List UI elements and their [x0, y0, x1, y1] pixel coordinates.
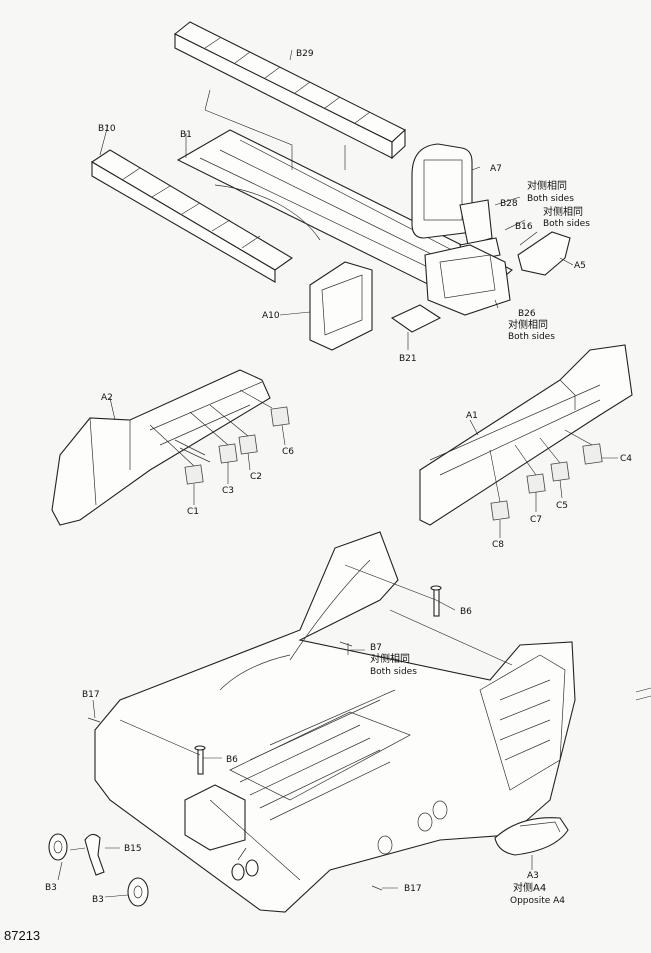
- part-c7: [526, 473, 546, 494]
- label-both-sides-zh-1: 对侧相同: [527, 179, 567, 192]
- part-c5: [550, 461, 570, 482]
- label-b17-bottom: B17: [404, 884, 422, 894]
- label-a2: A2: [101, 393, 113, 403]
- cargo-floor-assembly: [90, 21, 574, 351]
- label-b6-mid: B6: [226, 755, 238, 765]
- label-b10: B10: [98, 124, 116, 134]
- part-c3: [218, 443, 238, 464]
- label-c2: C2: [250, 472, 262, 482]
- part-b3-left: [48, 833, 68, 861]
- label-c8: C8: [492, 540, 504, 550]
- label-both-sides-en-3: Both sides: [508, 332, 555, 342]
- label-b21: B21: [399, 354, 417, 364]
- part-b6-top: [430, 585, 442, 617]
- part-a7: [411, 143, 473, 239]
- cockpit-base: [424, 244, 511, 316]
- label-both-sides-en-2: Both sides: [543, 219, 590, 229]
- part-b15: [84, 833, 105, 876]
- part-a5: [517, 231, 571, 276]
- part-b10: [90, 149, 294, 283]
- label-a3: A3: [527, 871, 539, 881]
- part-b7: [339, 641, 353, 655]
- label-b6-top: B6: [460, 607, 472, 617]
- label-b26: B26: [518, 309, 536, 319]
- edge-mark: [635, 687, 651, 701]
- part-b17-top: [87, 717, 101, 723]
- label-b15: B15: [124, 844, 142, 854]
- label-a1: A1: [466, 411, 478, 421]
- part-b29: [173, 21, 406, 160]
- label-a7: A7: [490, 164, 502, 174]
- part-c2: [238, 434, 258, 455]
- label-c7: C7: [530, 515, 542, 525]
- label-a5: A5: [574, 261, 586, 271]
- label-opposite-en: Opposite A4: [510, 896, 565, 906]
- main-gear: [231, 847, 259, 881]
- label-b3-left: B3: [45, 883, 57, 893]
- part-b3-bottom: [127, 877, 149, 907]
- label-both-sides-zh-3: 对侧相同: [508, 318, 548, 331]
- part-b6-mid: [194, 745, 206, 775]
- fuselage-half-a1: [419, 344, 633, 538]
- label-both-sides-zh-2: 对侧相同: [543, 205, 583, 218]
- part-b21: [390, 304, 442, 333]
- label-b17-top: B17: [82, 690, 100, 700]
- label-b7: B7: [370, 643, 382, 653]
- label-c6: C6: [282, 447, 294, 457]
- label-opposite-zh: 对侧A4: [513, 881, 546, 894]
- part-b17-bottom: [371, 885, 383, 891]
- part-c8: [490, 500, 510, 521]
- label-b16: B16: [515, 222, 533, 232]
- label-b1: B1: [180, 130, 192, 140]
- part-c4: [582, 443, 603, 465]
- part-a3: [494, 817, 569, 856]
- label-a10: A10: [262, 311, 280, 321]
- label-b3-bottom: B3: [92, 895, 104, 905]
- part-number: 87213: [4, 928, 41, 943]
- main-fuselage-assembly: [48, 531, 576, 913]
- label-c3: C3: [222, 486, 234, 496]
- label-c4: C4: [620, 454, 632, 464]
- label-both-sides-zh-4: 对侧相同: [370, 652, 410, 665]
- label-b29: B29: [296, 49, 314, 59]
- label-b28: B28: [500, 199, 518, 209]
- part-c1: [184, 464, 204, 485]
- label-both-sides-en-1: Both sides: [527, 194, 574, 204]
- label-c1: C1: [187, 507, 199, 517]
- label-c5: C5: [556, 501, 568, 511]
- part-c6: [270, 406, 290, 427]
- fuselage-half-a2: [51, 369, 290, 526]
- label-both-sides-en-4: Both sides: [370, 667, 417, 677]
- part-a10: [309, 261, 373, 351]
